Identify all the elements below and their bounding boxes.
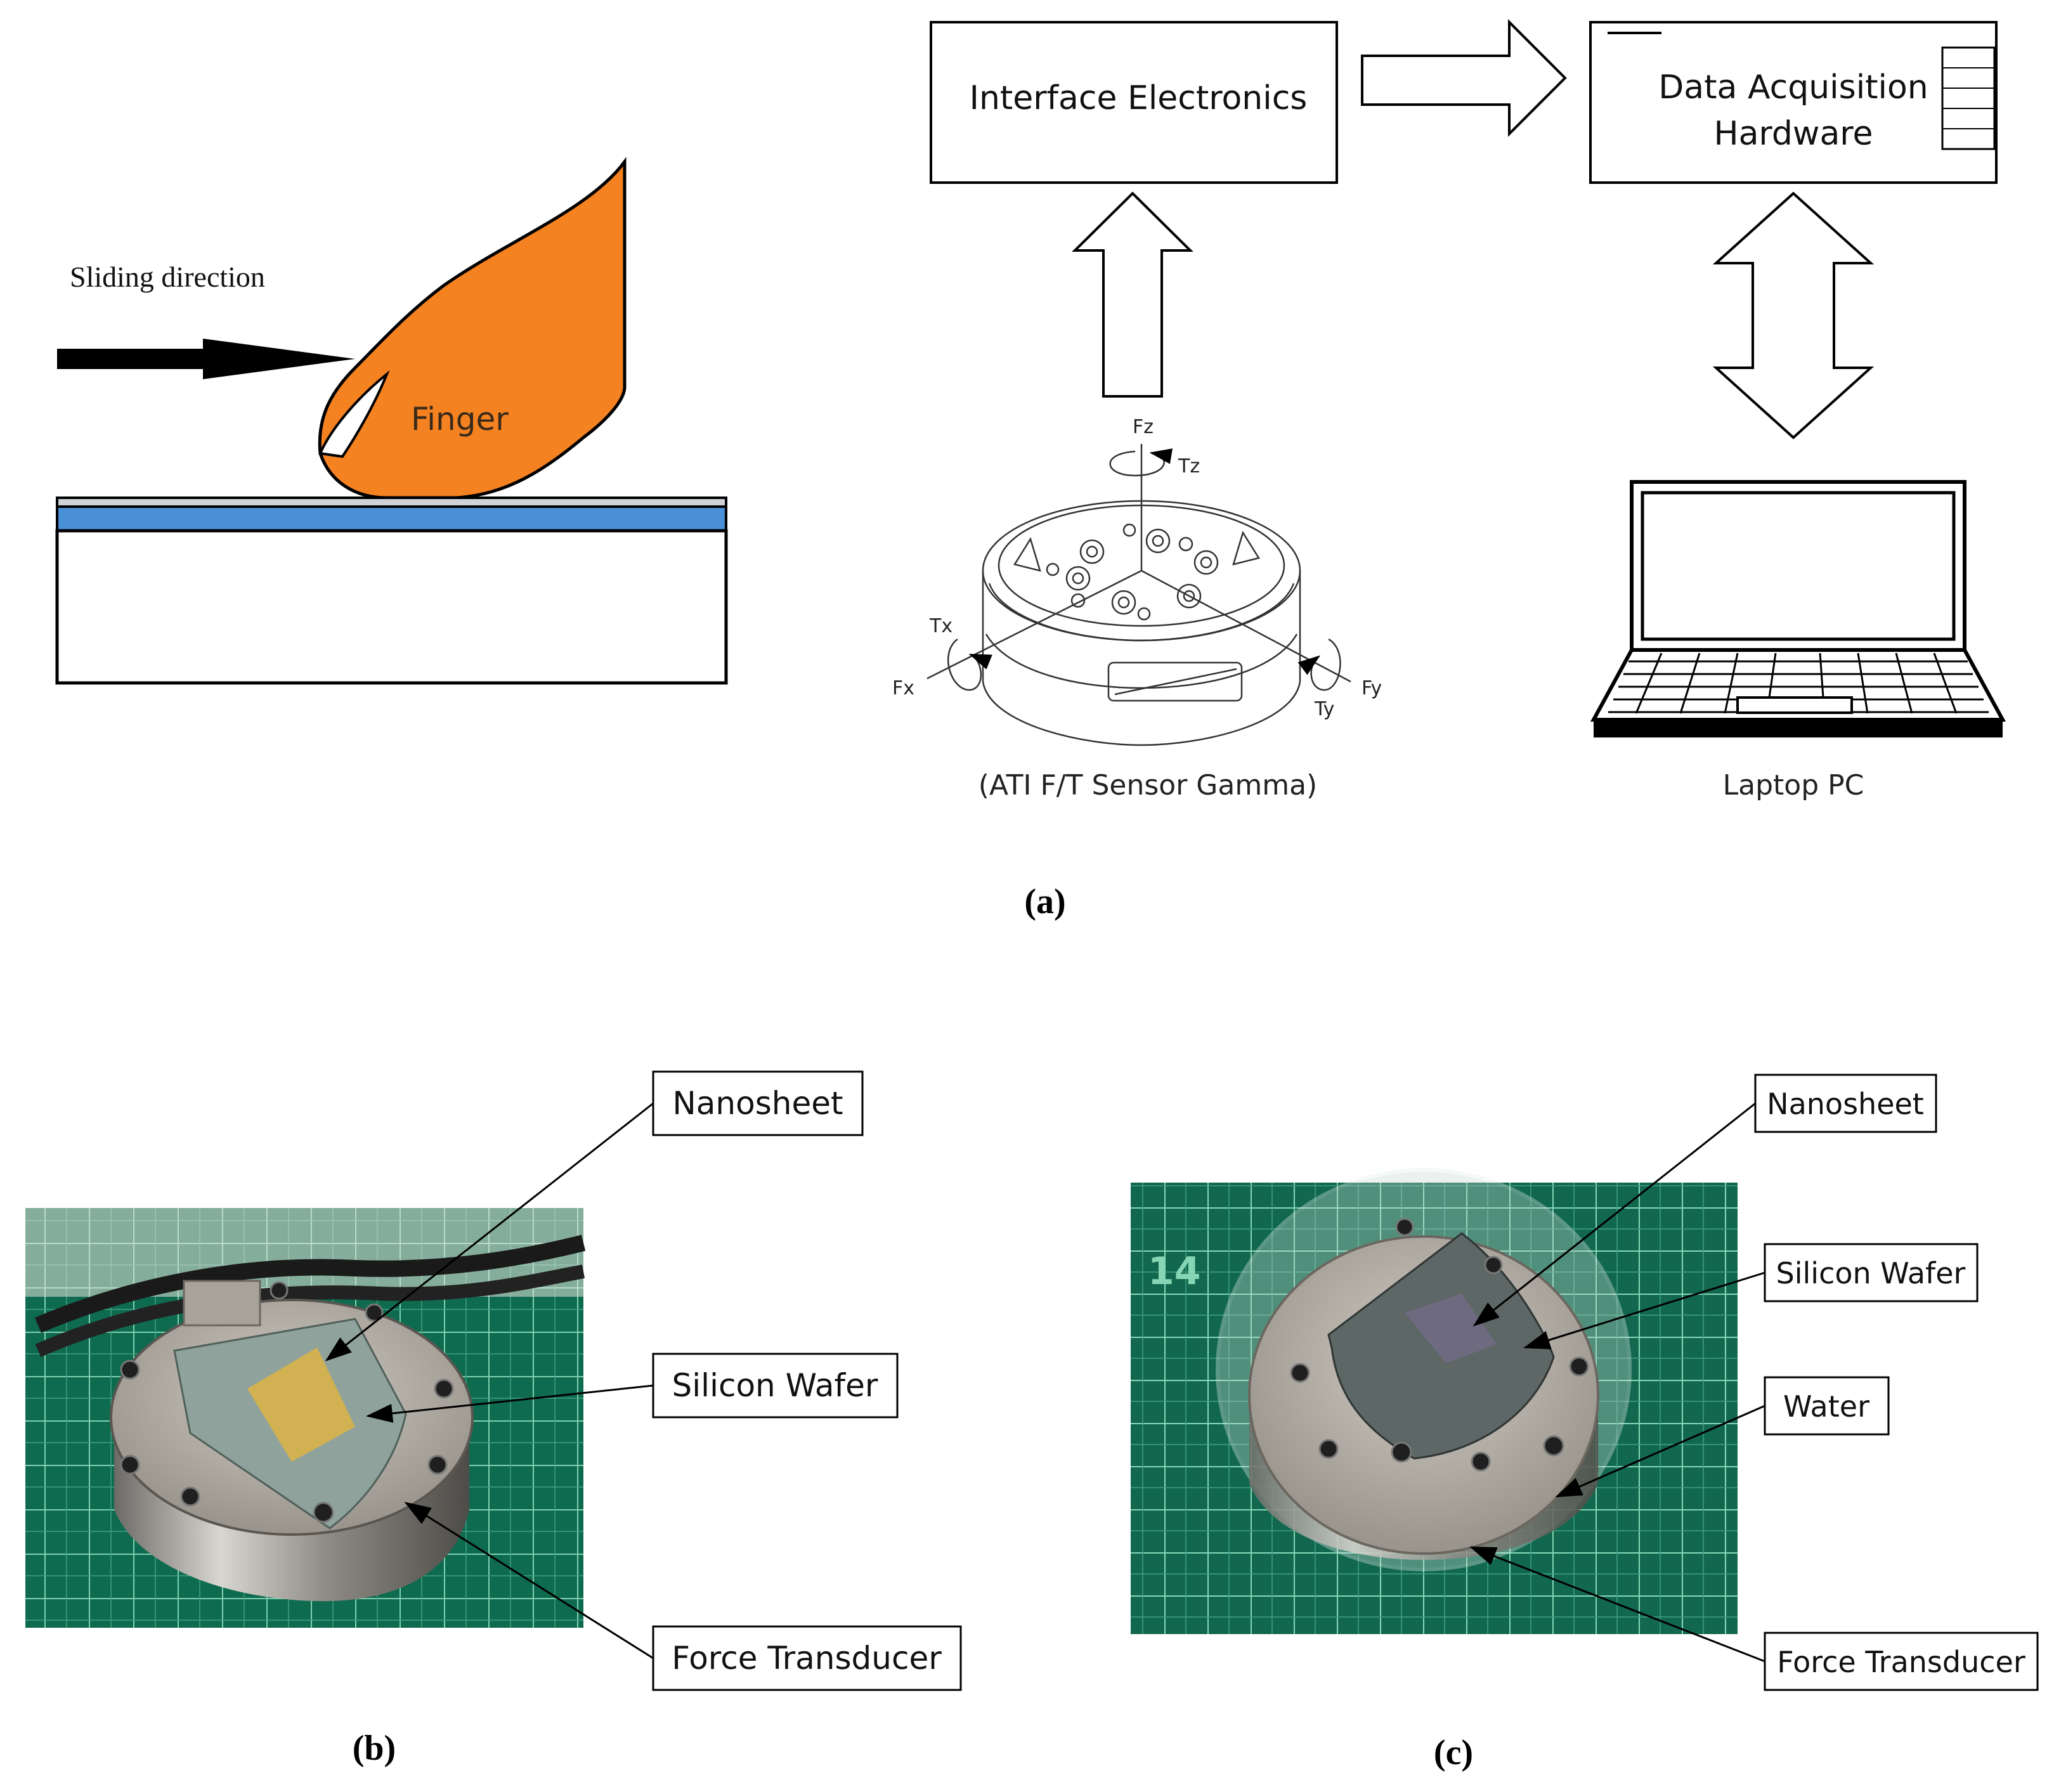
cable-b <box>34 1235 586 1333</box>
callout-c-water: Water <box>1555 1376 1890 1498</box>
laptop-caption: Laptop PC <box>1723 769 1864 802</box>
daq-hardware-box <box>1589 21 1998 184</box>
callout-c-nanosheet: Nanosheet <box>1472 1074 1937 1327</box>
photo-c: 14 <box>1131 1168 1738 1634</box>
interface-electronics-label: Interface Electronics <box>970 79 1308 117</box>
callout-b-nanosheet: Nanosheet <box>325 1070 864 1361</box>
fz-label: Fz <box>1133 416 1154 438</box>
photo-b <box>25 1208 586 1628</box>
fx-label: Fx <box>892 677 914 699</box>
ty-label: Ty <box>1314 698 1334 720</box>
arrow-right-icon <box>1361 19 1567 137</box>
caption-b: (b) <box>353 1729 396 1768</box>
substrate-block <box>55 529 728 685</box>
nanosheet-label-c: Nanosheet <box>1767 1087 1924 1121</box>
sliding-direction-label: Sliding direction <box>70 261 265 293</box>
wafer-label-c: Silicon Wafer <box>1776 1256 1966 1290</box>
daq-connector-icon <box>1941 46 1996 150</box>
finger-sliding-diagram: Sliding direction Finger <box>55 157 728 685</box>
signal-chain-diagram: Interface Electronics Data Acquisition H… <box>892 19 2006 802</box>
arrow-up-icon <box>1072 192 1193 398</box>
nanosheet-label-b: Nanosheet <box>672 1085 843 1122</box>
caption-a: (a) <box>1024 882 1065 921</box>
caption-c: (c) <box>1434 1733 1473 1772</box>
tz-label: Tz <box>1178 455 1200 477</box>
daq-label-line2: Hardware <box>1713 115 1873 153</box>
callout-c-transducer: Force Transducer <box>1469 1546 2039 1691</box>
wafer-label-b: Silicon Wafer <box>672 1367 878 1404</box>
cable-b-2 <box>35 1264 585 1358</box>
callout-b-wafer: Silicon Wafer <box>366 1353 899 1423</box>
callout-c-wafer: Silicon Wafer <box>1523 1243 1979 1349</box>
mat-number-c: 14 <box>1148 1249 1201 1294</box>
transducer-label-b: Force Transducer <box>672 1640 942 1677</box>
bolts-c <box>1290 1217 1589 1472</box>
finger-shape <box>318 157 627 500</box>
sensor-caption: (ATI F/T Sensor Gamma) <box>978 769 1317 802</box>
bolts-b <box>120 1281 454 1523</box>
tx-label: Tx <box>929 615 952 637</box>
laptop-icon <box>1590 480 2006 737</box>
sliding-arrow-icon <box>57 339 355 379</box>
finger-label: Finger <box>411 401 509 438</box>
interface-electronics-box <box>930 21 1338 184</box>
daq-label-line1: Data Acquisition <box>1658 68 1928 107</box>
water-label-c: Water <box>1783 1389 1869 1424</box>
nanosheet-layer <box>56 497 727 508</box>
double-arrow-icon <box>1712 192 1875 439</box>
callout-b-transducer: Force Transducer <box>404 1502 962 1691</box>
nanosheet-b <box>247 1347 355 1462</box>
sensor-axes <box>926 444 1351 691</box>
fy-label: Fy <box>1362 677 1382 699</box>
transducer-tab-b <box>183 1280 261 1327</box>
transducer-label-c: Force Transducer <box>1777 1645 2025 1679</box>
coating-layer <box>56 505 727 532</box>
fingernail <box>318 370 390 458</box>
